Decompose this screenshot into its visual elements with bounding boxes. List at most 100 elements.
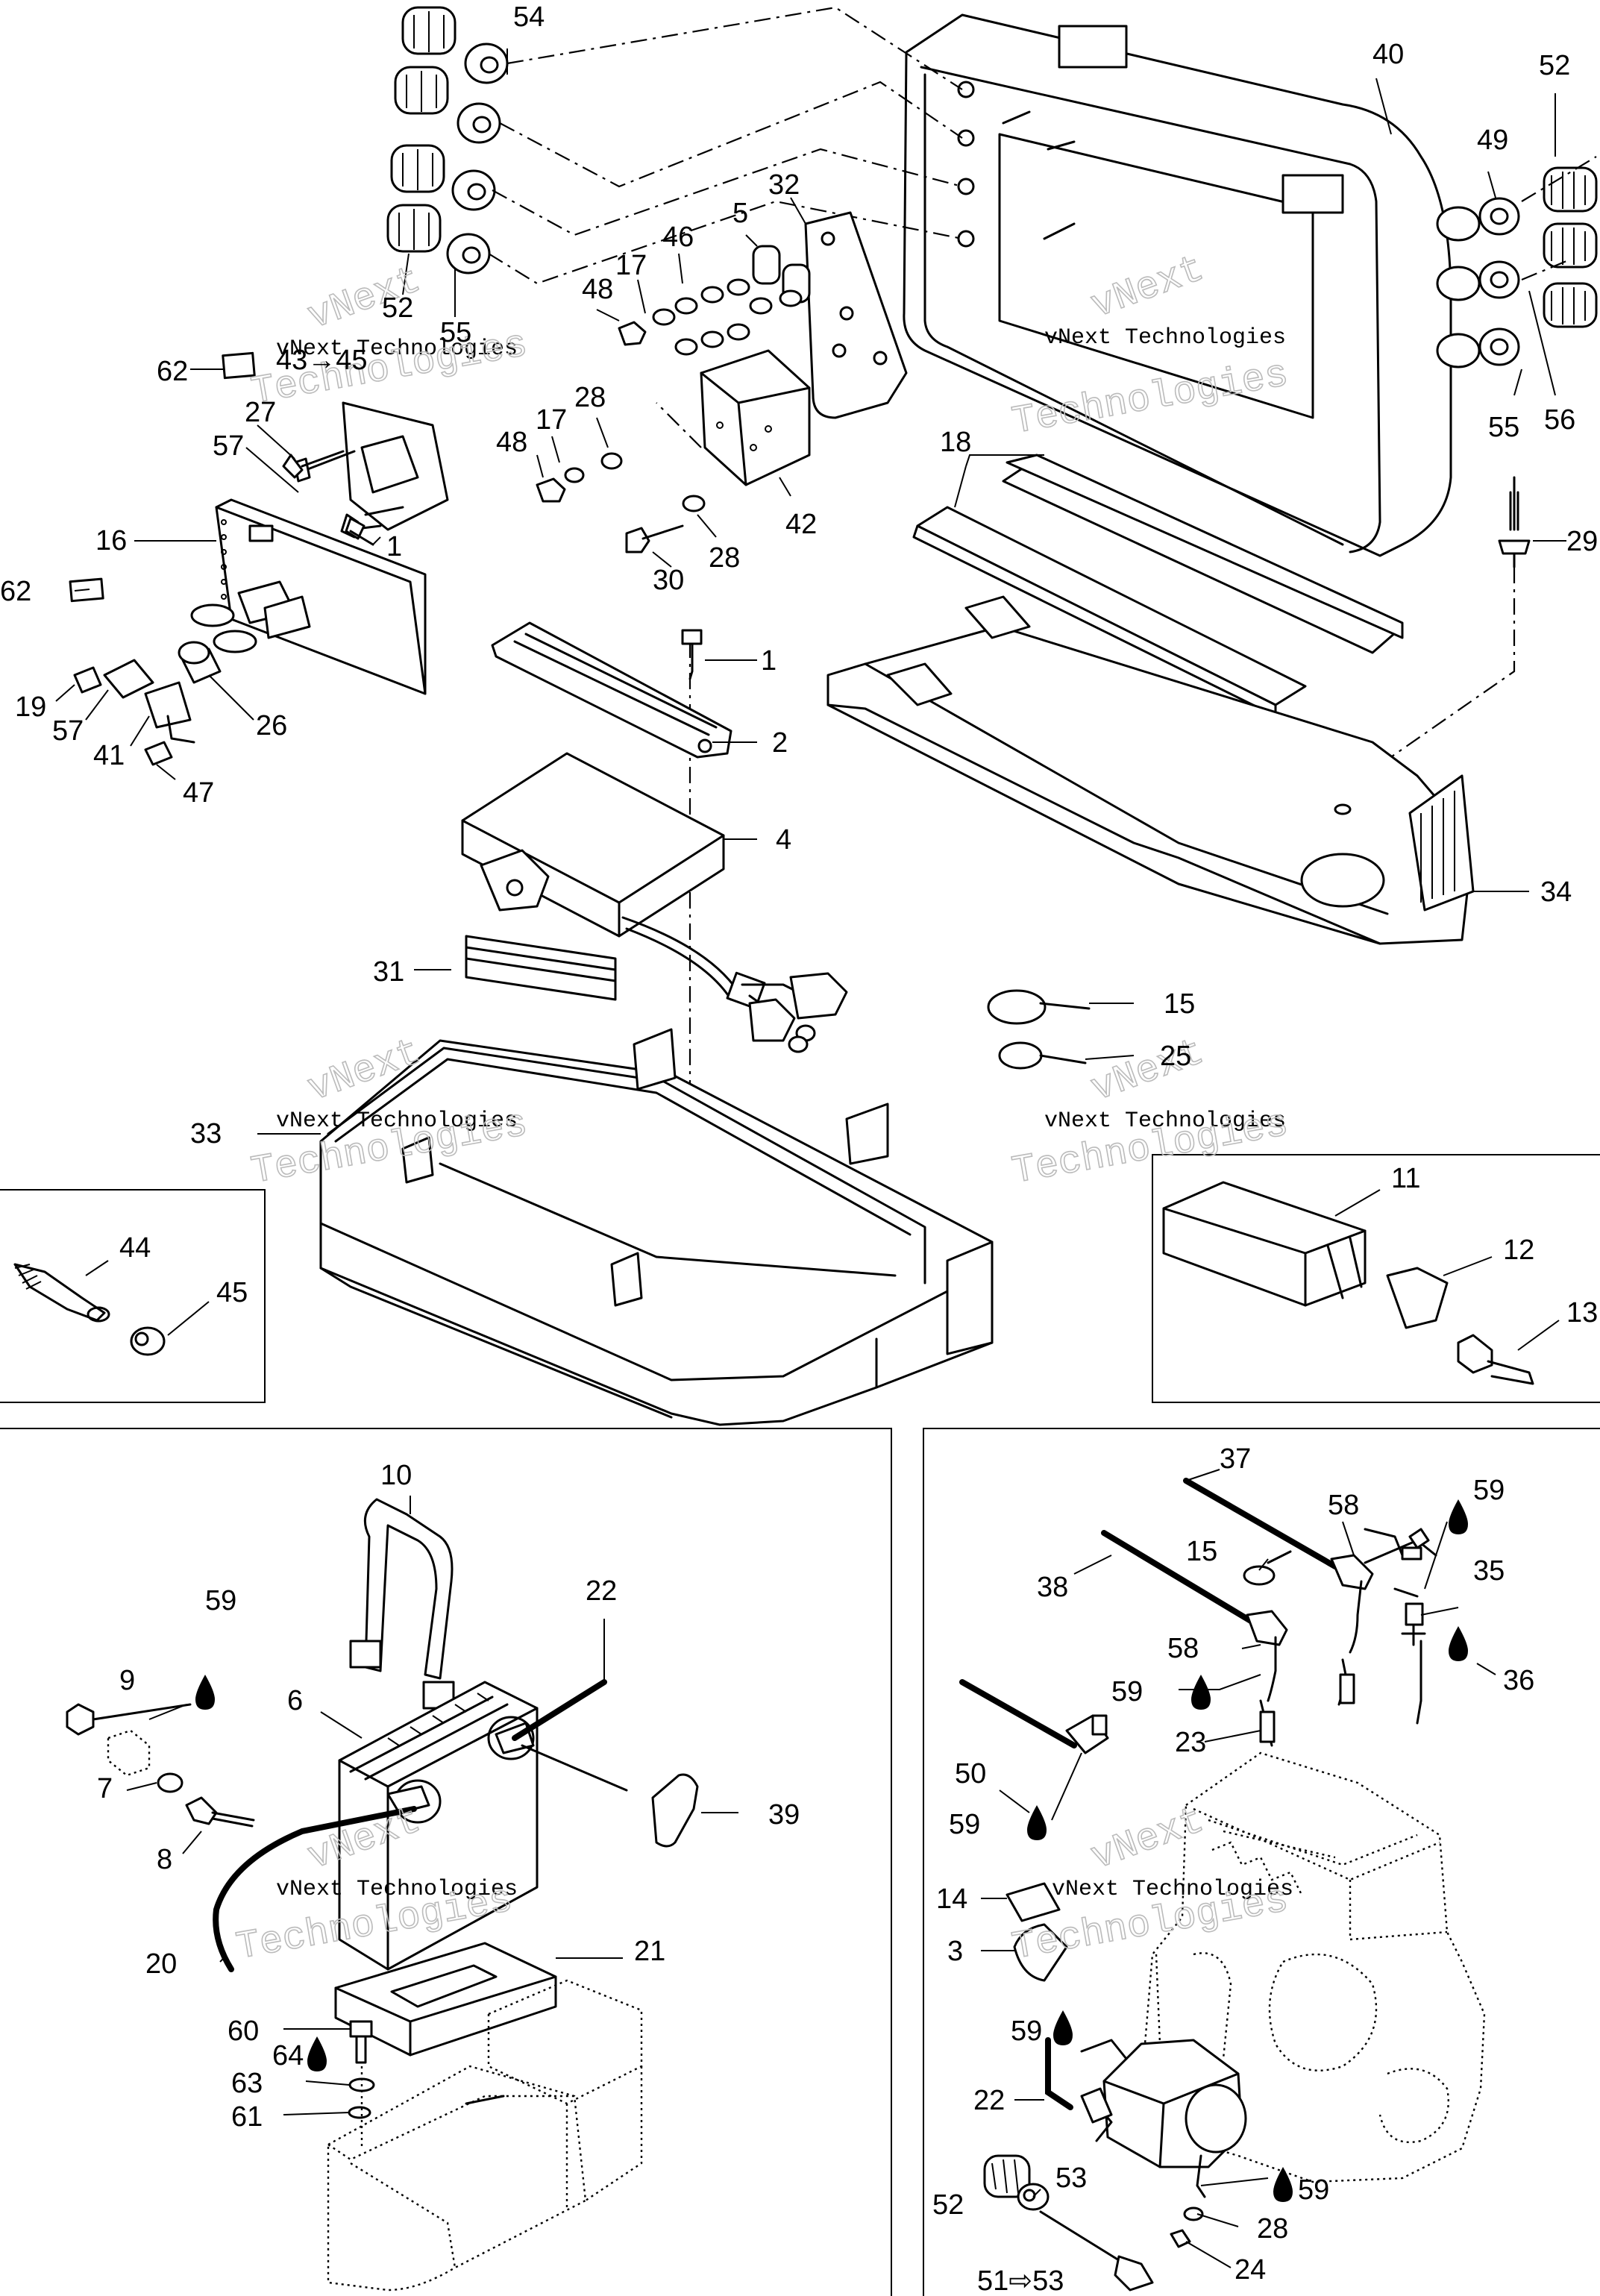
callout-48: 48	[496, 427, 527, 458]
drop-icon	[195, 1675, 215, 1710]
callout-7: 7	[97, 1773, 113, 1804]
cable-tie-bottom	[1243, 1550, 1292, 1586]
callout-42: 42	[785, 509, 817, 540]
callout-52: 52	[932, 2189, 964, 2221]
battery-pad	[334, 1942, 557, 2057]
battery-box	[327, 1979, 643, 2292]
starter-cable	[1039, 2037, 1154, 2292]
callout-31: 31	[373, 956, 404, 988]
lubricant-drop-icons	[195, 1499, 1468, 2202]
battery-strap	[349, 1498, 455, 1710]
callout-56: 56	[1544, 404, 1575, 436]
watermark-text: vNext Technologies	[1044, 325, 1286, 351]
callout-57: 57	[52, 715, 84, 747]
electrical-box-tray	[319, 1028, 994, 1426]
callout-22: 22	[973, 2085, 1005, 2116]
battery-cables	[213, 1679, 699, 1972]
callout-55: 55	[1488, 412, 1519, 443]
drop-icon	[1449, 1499, 1468, 1534]
callout-59: 59	[1473, 1475, 1505, 1506]
callout-48: 48	[582, 274, 613, 305]
battery	[338, 1681, 539, 1971]
drop-icon	[1449, 1626, 1468, 1661]
mount-pin	[1498, 476, 1531, 568]
callout-37: 37	[1220, 1443, 1251, 1475]
callout-58: 58	[1167, 1633, 1199, 1664]
callout-14: 14	[936, 1883, 967, 1915]
callout-59: 59	[205, 1585, 236, 1616]
starter-nuts	[983, 2154, 1204, 2248]
callout-24: 24	[1234, 2254, 1266, 2286]
callout-47: 47	[183, 777, 214, 809]
callout-60: 60	[228, 2016, 259, 2047]
small-fuses	[73, 641, 222, 766]
callout-3: 3	[947, 1936, 963, 1967]
callout-11: 11	[1391, 1163, 1420, 1194]
grommets-left	[446, 43, 509, 275]
callout-28: 28	[709, 542, 740, 574]
callout-51-to-53: 51⇨53	[977, 2265, 1064, 2296]
callout-59: 59	[949, 1809, 980, 1840]
watermark-text: vNext Technologies	[276, 1108, 518, 1134]
watermark-text: vNext Technologies	[1044, 1108, 1286, 1134]
callout-57: 57	[213, 430, 244, 462]
sensor-cable	[959, 1679, 1109, 1754]
callout-32: 32	[768, 169, 800, 201]
callout-35: 35	[1473, 1555, 1505, 1587]
strip	[465, 935, 617, 1001]
callout-28: 28	[574, 382, 606, 413]
callout-27: 27	[245, 397, 276, 428]
callout-36: 36	[1503, 1665, 1534, 1696]
callout-20: 20	[145, 1948, 177, 1980]
battery-box-hardware	[348, 2020, 375, 2148]
callout-18: 18	[940, 427, 971, 458]
engine-block	[1143, 1751, 1486, 2183]
watermark-text: vNext Technologies	[1052, 1877, 1293, 1902]
callout-43-to-45: 43→45	[276, 345, 368, 376]
screws	[282, 450, 703, 680]
callout-17: 17	[536, 404, 567, 436]
cover-grommets	[1478, 197, 1520, 366]
electrical-box-cover	[903, 13, 1481, 557]
callout-28: 28	[1257, 2213, 1288, 2245]
cushion-pads	[912, 454, 1404, 718]
terminal-and-boot	[13, 1263, 166, 1356]
callout-39: 39	[768, 1799, 800, 1831]
callout-9: 9	[119, 1665, 135, 1696]
callout-40: 40	[1372, 39, 1404, 70]
callout-15: 15	[1164, 988, 1195, 1020]
watermark-text: vNext Technologies	[276, 336, 518, 362]
callout-4: 4	[776, 824, 791, 856]
relay-bracket	[536, 211, 908, 553]
callout-49: 49	[1477, 125, 1508, 156]
callout-15: 15	[1186, 1536, 1217, 1567]
callout-38: 38	[1037, 1572, 1068, 1603]
callout-13: 13	[1566, 1297, 1598, 1329]
callout-50: 50	[955, 1758, 986, 1790]
callout-52: 52	[382, 292, 413, 324]
callout-41: 41	[93, 740, 125, 771]
drop-icon	[307, 2036, 327, 2071]
callout-59: 59	[1298, 2174, 1329, 2206]
ignition-module	[461, 621, 848, 1053]
callout-34: 34	[1540, 876, 1572, 908]
clips-on-engine	[1006, 1882, 1068, 1982]
callout-64: 64	[272, 2040, 304, 2071]
connector-housing	[1162, 1181, 1534, 1385]
callout-45: 45	[216, 1277, 248, 1308]
callout-1: 1	[386, 531, 402, 562]
callout-23: 23	[1175, 1727, 1206, 1758]
callout-59: 59	[1011, 2016, 1042, 2047]
callout-61: 61	[231, 2101, 263, 2133]
callout-63: 63	[231, 2068, 263, 2099]
callout-26: 26	[256, 710, 287, 741]
watermark-outline: vNext	[1085, 1798, 1210, 1880]
section-frames	[0, 1154, 1600, 2296]
callout-62: 62	[157, 356, 188, 387]
callout-1: 1	[761, 645, 777, 677]
drop-icon	[1053, 2010, 1073, 2045]
callout-52: 52	[1539, 50, 1570, 81]
callout-5: 5	[732, 198, 748, 229]
starter-motor	[1080, 2039, 1247, 2198]
